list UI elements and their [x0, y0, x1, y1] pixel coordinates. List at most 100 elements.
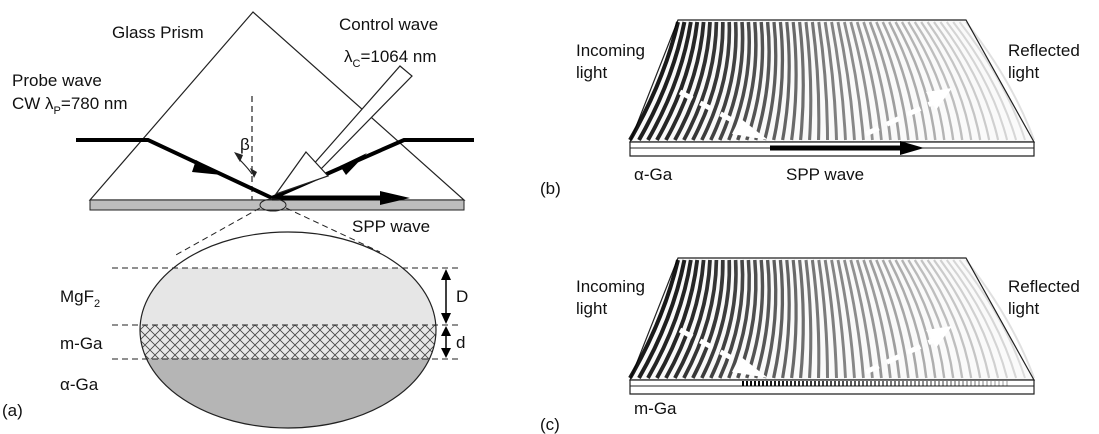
panel-b: Incoming light Reflected light α-Ga SPP …: [540, 19, 1080, 198]
wave-stripe: [637, 21, 687, 141]
control-wave-label: Control wave: [339, 15, 438, 34]
mga-dot: [838, 381, 840, 386]
mga-dot: [942, 381, 944, 386]
thickness-d-arrow: [441, 326, 451, 358]
mga-dot: [990, 381, 992, 386]
wave-stripe: [920, 21, 973, 141]
wave-stripe: [945, 259, 1009, 379]
layer-mgf2: [140, 268, 436, 325]
mga-dot: [918, 381, 920, 386]
wave-stripe: [965, 21, 1035, 141]
mga-dot: [930, 381, 932, 386]
mga-dot: [754, 381, 756, 386]
mga-dot: [794, 381, 796, 386]
wave-stripe: [637, 259, 687, 379]
mga-dot: [834, 381, 836, 386]
mga-dot: [998, 381, 1000, 386]
wave-stripe: [952, 21, 1018, 141]
layer-alpha-ga: [140, 359, 436, 428]
wave-stripe: [691, 259, 725, 379]
wave-stripe: [933, 259, 991, 379]
mga-dot: [938, 381, 940, 386]
wave-stripe: [855, 259, 883, 379]
mga-dot: [842, 381, 844, 386]
mga-dot: [910, 381, 912, 386]
mga-dot: [970, 381, 972, 386]
wave-stripe: [781, 21, 791, 141]
mga-dot: [1006, 381, 1008, 386]
wave-stripe: [933, 21, 991, 141]
incoming-label-c-2: light: [576, 299, 607, 318]
mga-dot: [798, 381, 800, 386]
mga-dot: [950, 381, 952, 386]
mga-dot: [946, 381, 948, 386]
wave-stripe: [926, 259, 982, 379]
slab-c: [629, 379, 1035, 395]
wave-stripe: [881, 21, 919, 141]
reflected-arrow-c: [864, 337, 936, 375]
reflected-label-b-2: light: [1008, 63, 1039, 82]
mga-dot: [774, 381, 776, 386]
wave-stripe: [862, 259, 892, 379]
metal-label-c: m-Ga: [634, 399, 677, 418]
wave-stripe: [664, 21, 706, 141]
mga-label: m-Ga: [60, 334, 103, 353]
spp-wave-label-b: SPP wave: [786, 165, 864, 184]
prism-label: Glass Prism: [112, 23, 204, 42]
wave-stripe: [655, 259, 700, 379]
mga-dot: [882, 381, 884, 386]
mga-dot: [850, 381, 852, 386]
incoming-label-b-2: light: [576, 63, 607, 82]
control-lambda-label: λC=1064 nm: [344, 47, 437, 70]
mga-dot: [790, 381, 792, 386]
mga-dot: [926, 381, 928, 386]
wave-stripe: [836, 259, 856, 379]
wave-stripe: [772, 21, 785, 141]
mga-dot: [1002, 381, 1004, 386]
wave-stripe: [875, 259, 910, 379]
wave-stripe: [718, 21, 745, 141]
wave-stripe: [849, 259, 874, 379]
focus-spot: [259, 198, 287, 212]
wave-stripe: [965, 259, 1035, 379]
mga-dot: [986, 381, 988, 386]
mga-dot: [858, 381, 860, 386]
thickness-D-arrow: [441, 269, 451, 324]
panel-a: Glass Prism Control wave λC=1064 nm Prob…: [2, 11, 474, 429]
mga-dot: [830, 381, 832, 386]
wave-stripe: [781, 259, 791, 379]
wave-stripe: [754, 259, 771, 379]
wave-stripe: [907, 21, 955, 141]
wave-stripe: [804, 21, 813, 141]
wave-stripe: [763, 21, 778, 141]
mgf2-label: MgF2: [60, 287, 100, 310]
d-label: d: [456, 333, 465, 352]
mga-dot: [954, 381, 956, 386]
reflected-label-b-1: Reflected: [1008, 41, 1080, 60]
wave-stripe: [817, 21, 830, 141]
wave-stripe: [945, 21, 1009, 141]
wave-stripe: [920, 259, 973, 379]
metal-label-b: α-Ga: [634, 165, 673, 184]
wave-stripe: [939, 259, 1000, 379]
mga-dot: [802, 381, 804, 386]
wave-stripe: [646, 21, 693, 141]
reflected-label-c-2: light: [1008, 299, 1039, 318]
wave-stripe: [843, 259, 865, 379]
mga-dot: [770, 381, 772, 386]
probe-lambda-label: CW λP=780 nm: [12, 94, 128, 117]
wave-pattern-c: [628, 259, 1035, 379]
mga-dot: [966, 381, 968, 386]
wave-stripe: [682, 21, 719, 141]
mga-dot: [806, 381, 808, 386]
incoming-label-b-1: Incoming: [576, 41, 645, 60]
spp-arrow-head: [380, 191, 410, 205]
wave-stripe: [900, 21, 946, 141]
wave-stripe: [700, 21, 732, 141]
mga-dot: [782, 381, 784, 386]
mga-dot: [994, 381, 996, 386]
layer-mga: [140, 325, 436, 359]
wave-stripe: [628, 21, 680, 141]
panel-b-label: (b): [540, 179, 561, 198]
